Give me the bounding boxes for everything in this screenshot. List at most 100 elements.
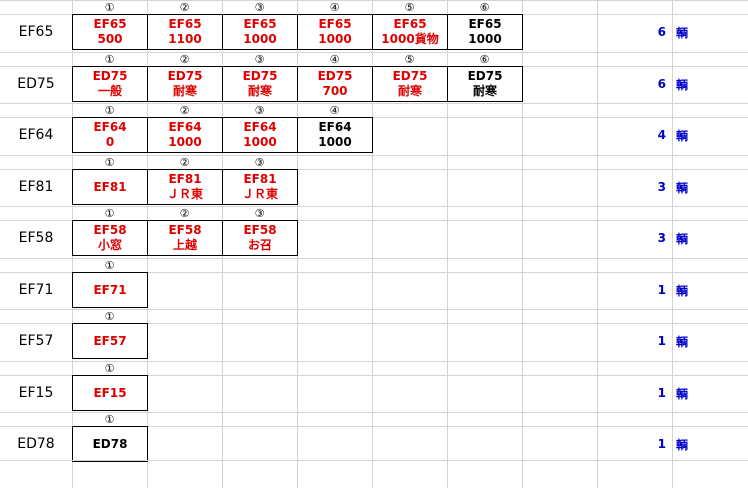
- variant-number[interactable]: ⑤: [404, 52, 415, 66]
- count-unit[interactable]: 輌: [676, 25, 689, 40]
- variant-type: 1000: [243, 32, 277, 46]
- loco-name[interactable]: ED75: [17, 76, 55, 92]
- count-value[interactable]: 6: [657, 77, 666, 91]
- loco-name[interactable]: ED78: [17, 436, 55, 452]
- variant-number[interactable]: ②: [179, 52, 190, 66]
- variant-model: EF64: [243, 120, 277, 134]
- variant-type: 一般: [97, 84, 122, 98]
- loco-name[interactable]: EF65: [18, 24, 54, 40]
- count-unit[interactable]: 輌: [676, 128, 689, 143]
- variant-number[interactable]: ①: [104, 258, 115, 272]
- count-unit[interactable]: 輌: [676, 180, 689, 195]
- variant-number[interactable]: ①: [104, 206, 115, 220]
- loco-name[interactable]: EF71: [18, 282, 54, 298]
- grid-line: [0, 0, 748, 1]
- count-value[interactable]: 1: [657, 334, 666, 348]
- loco-name[interactable]: EF81: [18, 179, 54, 195]
- count-value[interactable]: 1: [657, 437, 666, 451]
- count-value[interactable]: 1: [657, 283, 666, 297]
- variant-model: EF81: [168, 172, 202, 186]
- grid-line: [0, 52, 748, 53]
- count-unit[interactable]: 輌: [676, 386, 689, 401]
- variant-number[interactable]: ②: [179, 155, 190, 169]
- count-unit[interactable]: 輌: [676, 334, 689, 349]
- loco-name[interactable]: EF58: [18, 230, 54, 246]
- variant-number[interactable]: ①: [104, 155, 115, 169]
- variant-number[interactable]: ③: [254, 155, 265, 169]
- variant-model: ED78: [92, 436, 128, 451]
- variant-number[interactable]: ③: [254, 103, 265, 117]
- count-value[interactable]: 3: [657, 180, 666, 194]
- grid-line: [372, 0, 373, 488]
- loco-name[interactable]: EF15: [18, 385, 54, 401]
- variant-number[interactable]: ⑤: [404, 0, 415, 14]
- variant-type: 耐寒: [172, 84, 197, 98]
- variant-number[interactable]: ②: [179, 206, 190, 220]
- variant-number[interactable]: ④: [329, 0, 340, 14]
- variant-number[interactable]: ③: [254, 52, 265, 66]
- variant-cell[interactable]: EF71: [72, 272, 148, 308]
- variant-model: EF65: [93, 17, 127, 31]
- variant-number[interactable]: ①: [104, 103, 115, 117]
- variant-type: 耐寒: [472, 84, 497, 98]
- variant-number[interactable]: ②: [179, 0, 190, 14]
- variant-number[interactable]: ③: [254, 206, 265, 220]
- variant-number[interactable]: ④: [329, 103, 340, 117]
- count-unit[interactable]: 輌: [676, 283, 689, 298]
- variant-type: ＪＲ東: [166, 187, 203, 201]
- count-value[interactable]: 1: [657, 386, 666, 400]
- variant-model: ED75: [392, 69, 428, 83]
- count-value[interactable]: 6: [657, 25, 666, 39]
- variant-number[interactable]: ①: [104, 0, 115, 14]
- variant-model: EF81: [93, 179, 127, 194]
- count-unit[interactable]: 輌: [676, 231, 689, 246]
- count-value[interactable]: 3: [657, 231, 666, 245]
- count-unit[interactable]: 輌: [676, 77, 689, 92]
- variant-number[interactable]: ⑥: [479, 0, 490, 14]
- count-value[interactable]: 4: [657, 128, 666, 142]
- variant-type: 1000: [168, 135, 202, 149]
- variant-type: 0: [105, 135, 115, 149]
- variant-number[interactable]: ②: [179, 103, 190, 117]
- variant-cell[interactable]: ED78: [72, 426, 148, 462]
- grid-line: [0, 155, 748, 156]
- variant-number[interactable]: ③: [254, 0, 265, 14]
- variant-number[interactable]: ⑥: [479, 52, 490, 66]
- variant-number[interactable]: ①: [104, 309, 115, 323]
- loco-name[interactable]: EF64: [18, 127, 54, 143]
- variant-model: EF65: [318, 17, 352, 31]
- variant-cell[interactable]: EF81: [72, 169, 148, 205]
- variant-number[interactable]: ①: [104, 412, 115, 426]
- variant-number[interactable]: ④: [329, 52, 340, 66]
- variant-cell[interactable]: EF15: [72, 375, 148, 411]
- loco-name[interactable]: EF57: [18, 333, 54, 349]
- variant-number[interactable]: ①: [104, 361, 115, 375]
- variant-model: EF64: [93, 120, 127, 134]
- grid-line: [0, 309, 748, 310]
- variant-number[interactable]: ①: [104, 52, 115, 66]
- variant-cell[interactable]: EF57: [72, 323, 148, 359]
- variant-type: 耐寒: [397, 84, 422, 98]
- count-unit[interactable]: 輌: [676, 437, 689, 452]
